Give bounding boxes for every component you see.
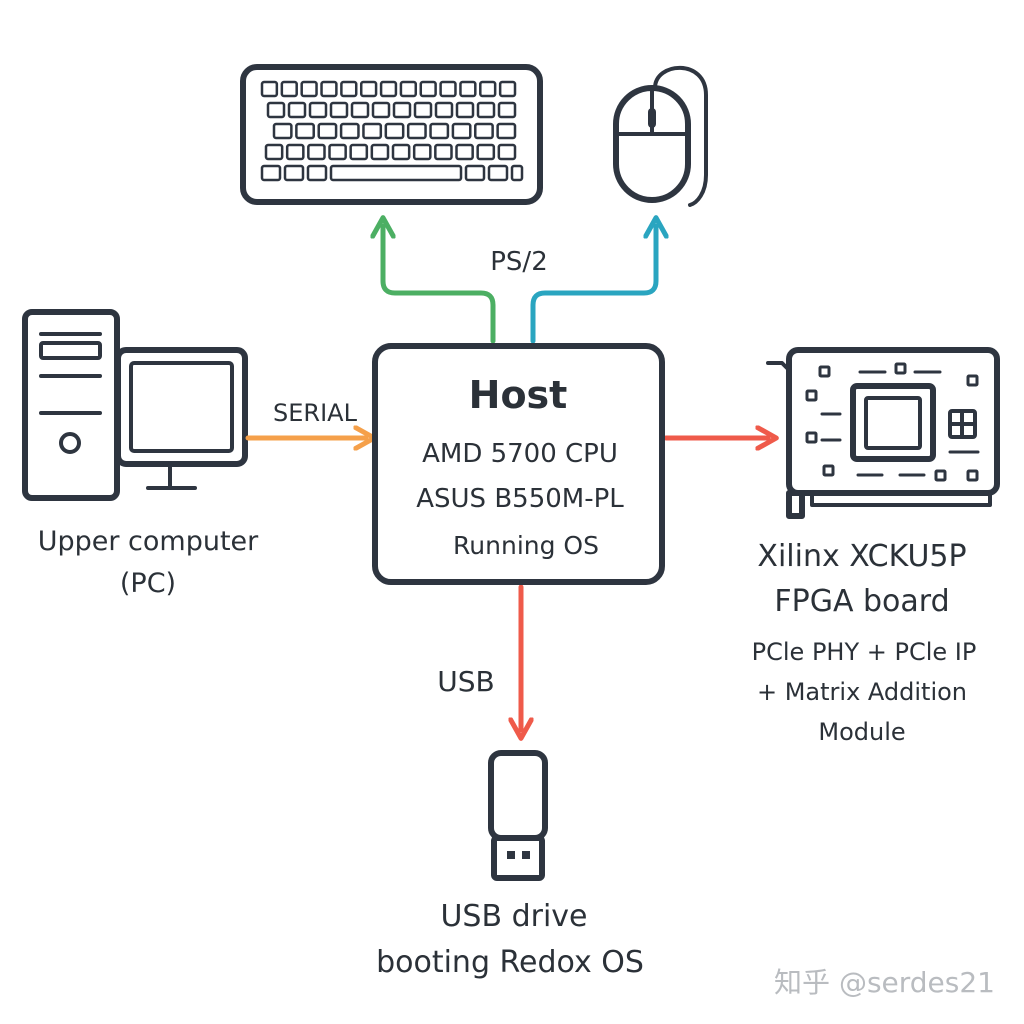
keyboard-key <box>498 80 517 98</box>
keyboard-key <box>308 101 328 119</box>
mouse-connection-line <box>530 226 656 344</box>
keyboard-key <box>272 122 293 140</box>
keyboard-key <box>283 164 305 182</box>
keyboard-key <box>497 101 517 119</box>
watermark: 知乎 @serdes21 <box>774 966 995 999</box>
keyboard-key <box>455 101 475 119</box>
host-line-cpu: AMD 5700 CPU <box>422 439 618 469</box>
keyboard-key <box>419 80 437 98</box>
keyboard-key <box>359 80 378 98</box>
keyboard-key <box>329 164 463 182</box>
keyboard-key <box>329 101 349 119</box>
keyboard-key <box>429 122 450 140</box>
keyboard-key <box>434 101 454 119</box>
keyboard-key <box>455 143 474 161</box>
keyboard-key <box>264 143 284 161</box>
keyboard-key <box>285 143 305 161</box>
ps2-label: PS/2 <box>490 247 547 277</box>
keyboard-key <box>328 143 347 161</box>
keyboard-key <box>399 80 418 98</box>
keyboard-key <box>497 143 517 161</box>
keyboard-keys <box>260 80 524 182</box>
keyboard-key <box>476 101 496 119</box>
keyboard-key <box>340 80 358 98</box>
usb-drive-label-line1: USB drive <box>440 899 587 934</box>
keyboard-key <box>350 101 370 119</box>
keyboard-key <box>459 80 477 98</box>
host-title: Host <box>469 373 568 417</box>
keyboard-key <box>295 122 315 140</box>
keyboard-key <box>384 122 405 140</box>
host-line-os: Running OS <box>453 531 599 560</box>
keyboard-key <box>474 122 494 140</box>
fpga-board-icon <box>766 347 1000 519</box>
keyboard-key <box>391 143 411 161</box>
keyboard-key <box>306 164 328 182</box>
host-line-board: ASUS B550M-PL <box>416 484 624 514</box>
keyboard-key <box>510 164 524 182</box>
fpga-detail-line1: PCle PHY + PCle IP <box>752 638 977 666</box>
keyboard-key <box>379 80 398 98</box>
keyboard-key <box>260 164 282 182</box>
mouse-icon <box>613 65 708 207</box>
keyboard-key <box>280 80 298 98</box>
keyboard-key <box>370 143 390 161</box>
usb-label: USB <box>437 665 494 698</box>
keyboard-key <box>266 101 286 119</box>
keyboard-connection-line <box>383 226 496 344</box>
usb-drive-label-line2: booting Redox OS <box>376 945 644 980</box>
keyboard-key <box>413 101 433 119</box>
keyboard-key <box>464 164 486 182</box>
host-node: Host AMD 5700 CPU ASUS B550M-PL Running … <box>372 343 665 585</box>
keyboard-key <box>392 101 412 119</box>
serial-label: SERIAL <box>273 399 358 427</box>
usb-drive-icon <box>488 750 548 881</box>
keyboard-key <box>479 80 497 98</box>
keyboard-key <box>371 101 391 119</box>
keyboard-key <box>320 80 338 98</box>
keyboard-key <box>287 101 307 119</box>
keyboard-key <box>307 143 326 161</box>
keyboard-key <box>260 80 279 98</box>
keyboard-icon <box>240 64 543 205</box>
keyboard-key <box>451 122 472 140</box>
upper-computer-label-line1: Upper computer <box>38 526 259 557</box>
keyboard-key <box>476 143 496 161</box>
keyboard-key <box>487 164 509 182</box>
keyboard-key <box>317 122 338 140</box>
keyboard-key <box>362 122 383 140</box>
fpga-detail-line2: + Matrix Addition <box>757 678 967 706</box>
fpga-title-line2: FPGA board <box>774 584 949 619</box>
keyboard-key <box>300 80 318 98</box>
keyboard-key <box>412 143 432 161</box>
fpga-detail-line3: Module <box>818 718 905 746</box>
keyboard-key <box>339 122 360 140</box>
keyboard-key <box>434 143 453 161</box>
fpga-title-line1: Xilinx XCKU5P <box>757 539 966 574</box>
upper-computer-label-line2: (PC) <box>120 568 176 599</box>
keyboard-key <box>406 122 427 140</box>
keyboard-key <box>439 80 457 98</box>
keyboard-key <box>349 143 369 161</box>
keyboard-key <box>496 122 517 140</box>
desktop-pc-icon <box>22 309 248 501</box>
